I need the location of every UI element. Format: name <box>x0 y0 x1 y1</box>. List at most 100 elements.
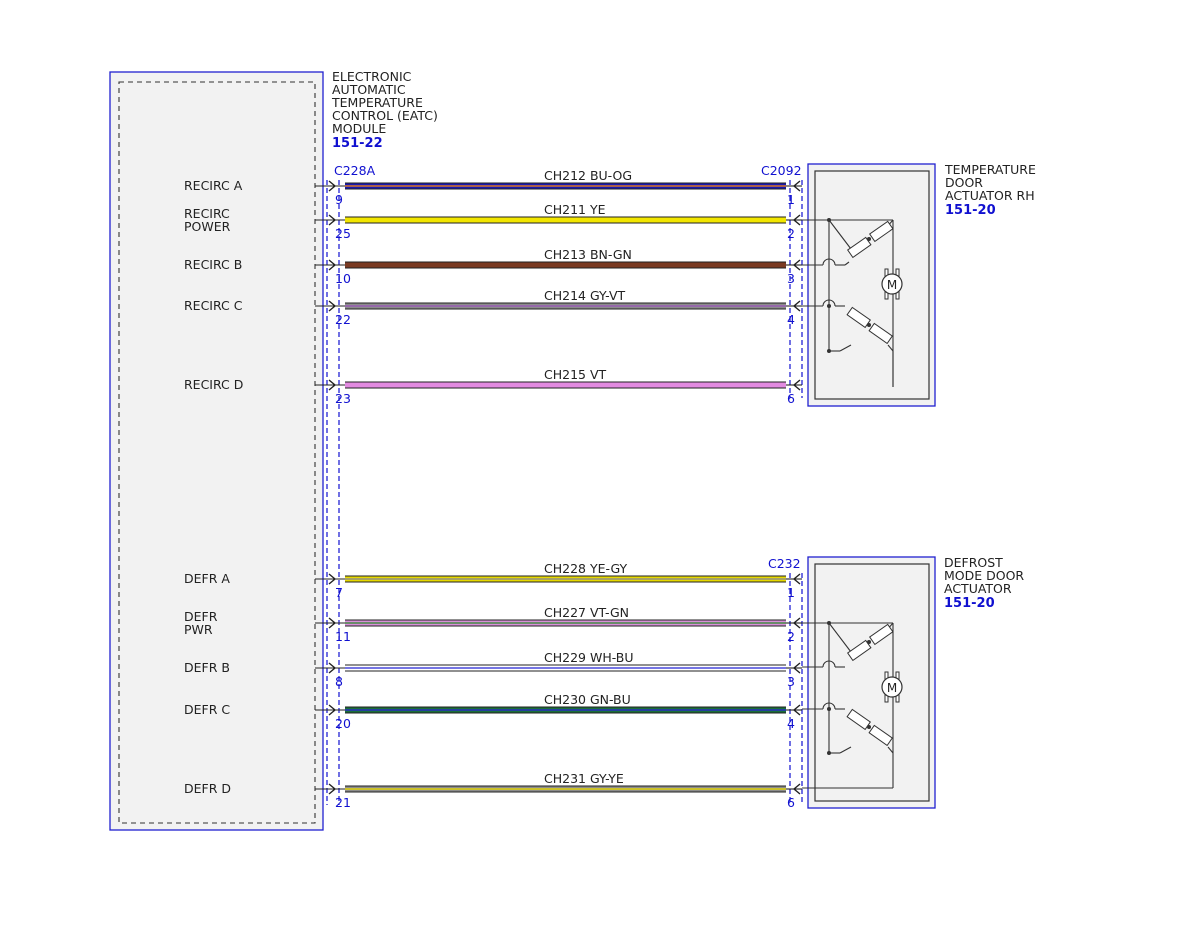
connector-c232-label: C232 <box>768 556 801 571</box>
signal-name: DEFR A <box>184 571 230 586</box>
wire-stripe-color <box>345 185 786 187</box>
wire-base-color <box>345 217 786 223</box>
defrost-motor-letter: M <box>887 681 897 695</box>
connector-c228a: C228A <box>326 163 376 805</box>
temp-actuator-outline <box>807 163 936 407</box>
connector-c2092: C2092 <box>761 163 803 398</box>
actuator-pin-number: 2 <box>787 226 795 241</box>
wire-ch229: CH229 WH-BU 8 3 DEFR B <box>184 650 802 689</box>
wire-ch230: CH230 GN-BU 20 4 DEFR C <box>184 692 802 731</box>
signal-name: RECIRC <box>184 206 230 221</box>
module-pin-arrow-icon <box>328 573 337 585</box>
module-pin-number: 7 <box>335 585 343 600</box>
module-pin-arrow-icon <box>328 379 337 391</box>
actuator-pin-arrow-icon <box>792 379 801 391</box>
module-name-line-4: CONTROL (EATC) <box>332 108 438 123</box>
actuator-pin-arrow-icon <box>792 662 801 674</box>
actuator-pin-number: 4 <box>787 716 795 731</box>
signal-name: DEFR C <box>184 702 230 717</box>
defrost-mode-door-actuator: M <box>802 556 936 809</box>
temp-actuator-windings <box>827 218 894 353</box>
actuator-pin-arrow-icon <box>792 259 801 271</box>
actuator-pin-number: 6 <box>787 795 795 810</box>
wire-label: CH213 BN-GN <box>544 247 632 262</box>
module-label: ELECTRONIC AUTOMATIC TEMPERATURE CONTROL… <box>331 69 438 151</box>
module-ref: 151-22 <box>332 136 383 151</box>
module-name-line-5: MODULE <box>332 121 386 136</box>
wire-stripe-color <box>345 788 786 790</box>
temp-motor-letter: M <box>887 278 897 292</box>
wire-label: CH212 BU-OG <box>544 168 632 183</box>
wire-label: CH229 WH-BU <box>544 650 634 665</box>
temperature-door-actuator: M <box>802 163 936 407</box>
temp-actuator-motor-symbol: M <box>881 268 903 300</box>
module-name-line-1: ELECTRONIC <box>332 69 412 84</box>
module-pin-arrow-icon <box>328 300 337 312</box>
module-outline <box>109 71 324 831</box>
wire-label: CH228 YE-GY <box>544 561 628 576</box>
module-pin-number: 25 <box>335 226 351 241</box>
eatc-module <box>109 71 324 831</box>
wire-label: CH227 VT-GN <box>544 605 629 620</box>
temp-actuator-name-line-3: ACTUATOR RH <box>945 188 1035 203</box>
defrost-actuator-motor-symbol: M <box>881 671 903 703</box>
signal-name: POWER <box>184 219 231 234</box>
module-pin-number: 20 <box>335 716 351 731</box>
signal-name: RECIRC D <box>184 377 243 392</box>
wire-stripe-color <box>345 622 786 624</box>
defrost-actuator-name-line-1: DEFROST <box>944 555 1003 570</box>
module-pin-arrow-icon <box>328 783 337 795</box>
module-name-line-2: AUTOMATIC <box>332 82 406 97</box>
actuator-pin-number: 1 <box>787 192 795 207</box>
module-name-line-3: TEMPERATURE <box>331 95 423 110</box>
actuator-pin-number: 3 <box>787 674 795 689</box>
wire-stripe-color <box>345 578 786 580</box>
module-pin-arrow-icon <box>328 214 337 226</box>
wire-stripe-color <box>345 709 786 711</box>
module-pin-arrow-icon <box>328 704 337 716</box>
signal-name: DEFR B <box>184 660 230 675</box>
signal-name: DEFR <box>184 609 218 624</box>
signal-name: RECIRC A <box>184 178 243 193</box>
module-pin-number: 10 <box>335 271 351 286</box>
module-pin-arrow-icon <box>328 662 337 674</box>
wire-stripe-color <box>345 667 786 669</box>
temp-actuator-inner <box>814 170 930 400</box>
module-pin-number: 8 <box>335 674 343 689</box>
connector-c2092-label: C2092 <box>761 163 802 178</box>
signal-name: RECIRC B <box>184 257 242 272</box>
module-inner-outline <box>118 81 316 824</box>
module-pin-number: 11 <box>335 629 351 644</box>
wire-harness: CH212 BU-OG 9 1 RECIRC A CH211 YE 25 2 RECIRCPO… <box>184 168 802 810</box>
defrost-actuator-outline <box>807 556 936 809</box>
wire-label: CH231 GY-YE <box>544 771 624 786</box>
defrost-actuator-ref: 151-20 <box>944 596 995 611</box>
wire-label: CH230 GN-BU <box>544 692 631 707</box>
defrost-motor-icon <box>881 676 903 698</box>
wire-ch212: CH212 BU-OG 9 1 RECIRC A <box>184 168 802 207</box>
actuator-pin-arrow-icon <box>792 300 801 312</box>
module-pin-number: 9 <box>335 192 343 207</box>
actuator-pin-number: 4 <box>787 312 795 327</box>
defrost-actuator-name-line-2: MODE DOOR <box>944 568 1024 583</box>
wire-label: CH214 GY-VT <box>544 288 626 303</box>
connector-c228a-label: C228A <box>334 163 376 178</box>
module-pin-arrow-icon <box>328 617 337 629</box>
connector-c232: C232 <box>768 556 803 805</box>
actuator-pin-arrow-icon <box>792 180 801 192</box>
temp-actuator-circuit <box>802 219 894 387</box>
temp-actuator-name-line-2: DOOR <box>945 175 983 190</box>
actuator-pin-arrow-icon <box>792 573 801 585</box>
module-pin-arrow-icon <box>328 259 337 271</box>
module-pin-number: 23 <box>335 391 351 406</box>
defrost-actuator-name-line-3: ACTUATOR <box>944 581 1012 596</box>
defrost-actuator-inner <box>814 563 930 802</box>
wire-label: CH211 YE <box>544 202 606 217</box>
